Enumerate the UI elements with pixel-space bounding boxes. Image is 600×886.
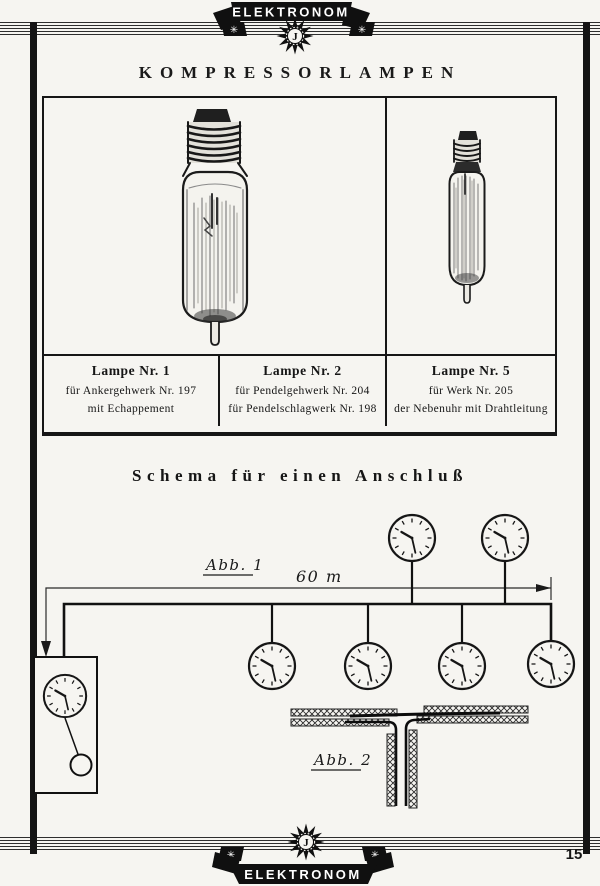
page-number: 15: [565, 846, 583, 863]
lamp-detail: mit Echappement: [87, 402, 175, 415]
lamp-detail: für Werk Nr. 205: [428, 385, 514, 398]
clock-icon: [480, 513, 530, 563]
lamp-caption-2: Lampe Nr. 2 für Pendelgehwerk Nr. 204 fü…: [220, 361, 385, 418]
page-title: KOMPRESSORLAMPEN: [138, 63, 462, 82]
lamp-detail: für Ankergehwerk Nr. 197: [65, 385, 197, 398]
lamp-name: Lampe Nr. 2: [263, 363, 342, 378]
clock-icon: [42, 673, 88, 719]
figure-divider-vertical: [385, 98, 387, 426]
fig2-label: Abb. 2: [312, 751, 372, 769]
figure-divider-horizontal: [44, 354, 555, 356]
caption-divider: [218, 356, 220, 426]
brand-ribbon: ELEKTRONOM: [212, 852, 394, 884]
lamp-detail: der Nebenuhr mit Drahtleitung: [394, 402, 548, 415]
lamp-caption-3: Lampe Nr. 5 für Werk Nr. 205 der Nebenuh…: [387, 361, 555, 418]
frame-left-bar: [30, 22, 37, 854]
svg-text:✳: ✳: [358, 25, 366, 36]
lamp-detail: für Pendelgehwerk Nr. 204: [235, 385, 370, 398]
svg-text:✳: ✳: [230, 25, 238, 36]
bottom-banner: J ✳ ✳ ELEKTRONOM: [212, 823, 394, 884]
brand-name-bottom: ELEKTRONOM: [244, 867, 361, 882]
lamp-small-illustration: [448, 131, 486, 304]
cable-junction-figure: [290, 705, 529, 809]
star-emblem-icon: J: [276, 17, 314, 55]
asterisk-block-icon: ✳: [349, 22, 375, 36]
clock-icon: [526, 639, 576, 689]
frame-right-bar: [583, 22, 590, 854]
clock-icon: [437, 641, 487, 691]
clock-icon: [343, 641, 393, 691]
master-clock: [33, 656, 98, 794]
bus-line: [62, 602, 553, 657]
pendulum-bob: [69, 753, 93, 777]
lamp-illustrations: [181, 109, 486, 346]
lamp-detail: für Pendelschlagwerk Nr. 198: [228, 402, 377, 415]
svg-text:✳: ✳: [371, 850, 379, 861]
clock-stems: [270, 561, 507, 644]
clock-icon: [387, 513, 437, 563]
dimension-line: [41, 577, 552, 657]
schema-diagram: Abb. 1 60 m Abb. 2: [33, 513, 576, 809]
emblem-letter-bottom: J: [303, 837, 309, 849]
lamp-name: Lampe Nr. 1: [91, 363, 171, 378]
lamp-name: Lampe Nr. 5: [431, 363, 511, 378]
emblem-letter-top: J: [292, 31, 298, 43]
lamp-large-illustration: [181, 109, 249, 346]
lamp-caption-1: Lampe Nr. 1 für Ankergehwerk Nr. 197 mit…: [44, 361, 218, 418]
schema-heading: Schema für einen Anschluß: [131, 466, 469, 485]
lamp-figure-box: Lampe Nr. 1 für Ankergehwerk Nr. 197 mit…: [42, 96, 557, 436]
brand-name-top: ELEKTRONOM: [232, 5, 349, 20]
asterisk-block-icon: ✳: [221, 22, 247, 36]
star-emblem-icon: J: [287, 823, 325, 861]
top-banner: ELEKTRONOM ✳ ✳ J: [213, 2, 375, 55]
clock-icon: [247, 641, 297, 691]
fig1-label: Abb. 1: [204, 556, 264, 574]
svg-text:✳: ✳: [227, 850, 235, 861]
length-label: 60 m: [296, 567, 343, 586]
